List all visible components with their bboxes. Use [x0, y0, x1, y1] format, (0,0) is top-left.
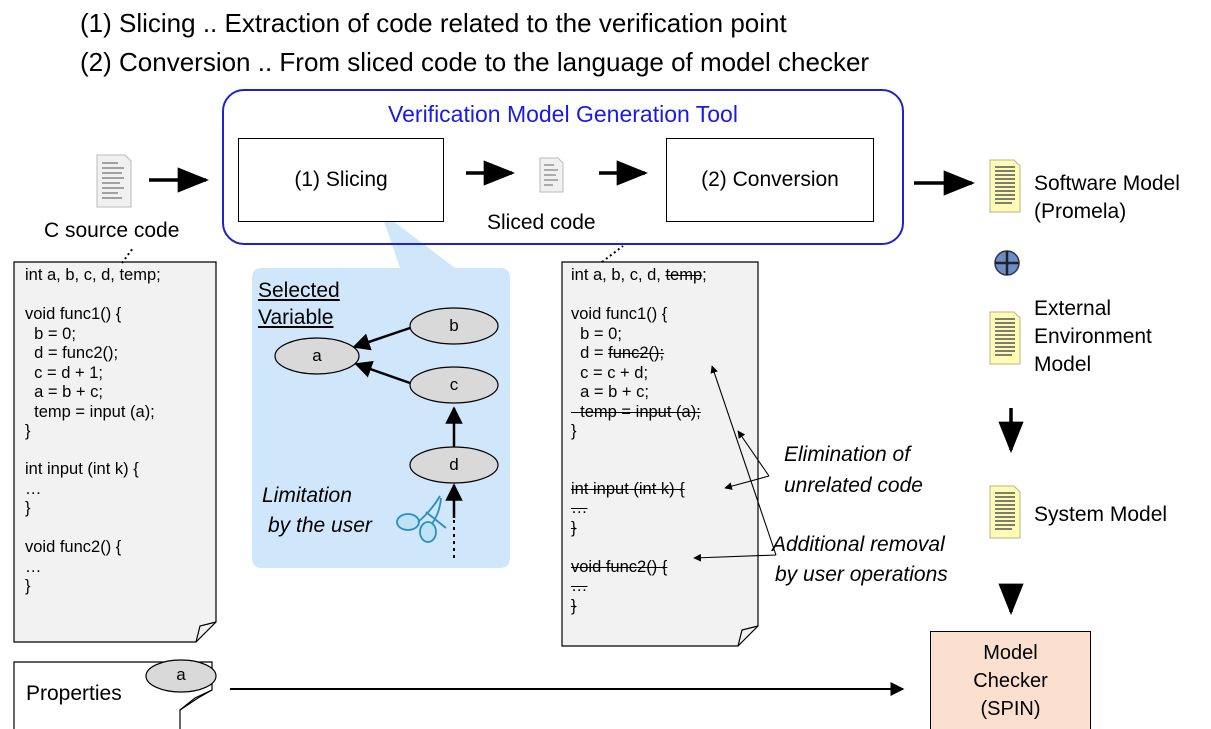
sliced-code-line-14: }	[571, 597, 577, 615]
model-checker-label-3: (SPIN)	[980, 698, 1041, 720]
external-model-label-1: External	[1034, 297, 1112, 320]
scissors-icon	[396, 495, 447, 543]
software-model-label-1: Software Model	[1034, 172, 1180, 195]
source-code-line-6: a = b + c;	[25, 383, 103, 401]
sliced-code-line-4-kept: d =	[571, 344, 609, 362]
external-model-label-3: Model	[1034, 353, 1092, 376]
sliced-code-line-6: a = b + c;	[571, 383, 649, 401]
source-code-line-11: }	[25, 499, 31, 517]
properties-label: Properties	[26, 682, 122, 705]
model-checker-label-1: Model	[983, 642, 1038, 664]
external-model-icon	[989, 311, 1021, 365]
c-source-label: C source code	[44, 219, 180, 242]
header-line-2: (2) Conversion .. From sliced code to th…	[80, 47, 870, 77]
source-code-line-10: …	[25, 480, 42, 498]
conversion-box: (2) Conversion	[666, 138, 874, 222]
node-c	[409, 366, 499, 404]
elimination-label-2: unrelated code	[784, 474, 923, 497]
elimination-label-1: Elimination of	[784, 443, 911, 466]
plus-circle-icon	[994, 250, 1020, 276]
system-model-icon	[989, 485, 1021, 539]
tool-title: Verification Model Generation Tool	[388, 101, 738, 127]
sliced-document-icon	[539, 157, 564, 193]
additional-removal-label-1: Additional removal	[772, 533, 945, 556]
source-code-line-9: int input (int k) {	[25, 460, 139, 478]
source-code-line-3: b = 0;	[25, 325, 76, 343]
document-icon	[96, 154, 132, 208]
sliced-code-line-9: int input (int k) {	[571, 480, 685, 498]
node-a	[274, 337, 360, 375]
source-code-document	[13, 261, 217, 643]
limitation-label-1: Limitation	[262, 484, 352, 507]
node-d-label: d	[449, 455, 459, 474]
sliced-code-line-11: }	[571, 519, 577, 537]
source-code-line-12: void func2() {	[25, 538, 122, 556]
source-code-line-1: int a, b, c, d, temp;	[25, 266, 161, 284]
node-d	[409, 446, 499, 484]
sliced-code-line-2: void func1() {	[571, 305, 668, 323]
additional-removal-label-2: by user operations	[775, 563, 948, 586]
source-code-line-2: void func1() {	[25, 305, 122, 323]
sliced-code-line-4: d = func2();	[571, 344, 664, 364]
sliced-code-line-3: b = 0;	[571, 325, 622, 343]
source-code-line-7: temp = input (a);	[25, 403, 155, 421]
sliced-code-line-1: int a, b, c, d, temp;	[571, 266, 707, 286]
sliced-code-label: Sliced code	[487, 211, 596, 234]
source-code-line-13: …	[25, 558, 42, 576]
properties-badge-shape	[145, 659, 217, 693]
sliced-code-line-1-end: ;	[702, 266, 707, 284]
slicing-box: (1) Slicing	[238, 138, 444, 222]
software-model-label-2: (Promela)	[1034, 200, 1127, 223]
annotation-arrows	[693, 365, 777, 562]
tool-frame	[222, 89, 904, 245]
source-code-line-8: }	[25, 422, 31, 440]
limitation-label-2: by the user	[268, 514, 372, 537]
model-checker-label-2: Checker	[973, 670, 1048, 692]
sliced-code-line-10: …	[571, 499, 588, 517]
properties-badge: a	[176, 665, 186, 684]
system-model-label: System Model	[1034, 503, 1168, 526]
node-b	[409, 307, 499, 345]
sliced-code-line-4-removed: func2();	[608, 344, 665, 362]
sliced-code-line-13: …	[571, 577, 588, 595]
node-c-label: c	[449, 375, 459, 394]
node-b-label: b	[449, 316, 459, 335]
sliced-code-line-12: void func2() {	[571, 558, 668, 576]
sliced-code-line-8: }	[571, 422, 577, 440]
source-code-line-4: d = func2();	[25, 344, 119, 362]
software-model-icon	[989, 159, 1021, 213]
dependency-graph	[274, 307, 499, 558]
sliced-code-line-1-kept: int a, b, c, d,	[571, 266, 666, 284]
external-model-label-2: Environment	[1034, 325, 1152, 348]
selected-label-1: Selected	[258, 279, 340, 302]
sliced-code-document	[561, 261, 759, 647]
selected-label-2: Variable	[258, 306, 334, 329]
source-code-line-5: c = d + 1;	[25, 364, 103, 382]
model-checker-box: Model Checker (SPIN)	[930, 631, 1091, 729]
node-a-label: a	[312, 346, 322, 365]
source-code-line-14: }	[25, 577, 31, 595]
header-line-1: (1) Slicing .. Extraction of code relate…	[80, 8, 787, 38]
sliced-code-line-7: temp = input (a);	[571, 403, 701, 421]
sliced-code-line-5: c = c + d;	[571, 364, 649, 382]
sliced-code-line-1-removed: temp	[665, 266, 703, 284]
